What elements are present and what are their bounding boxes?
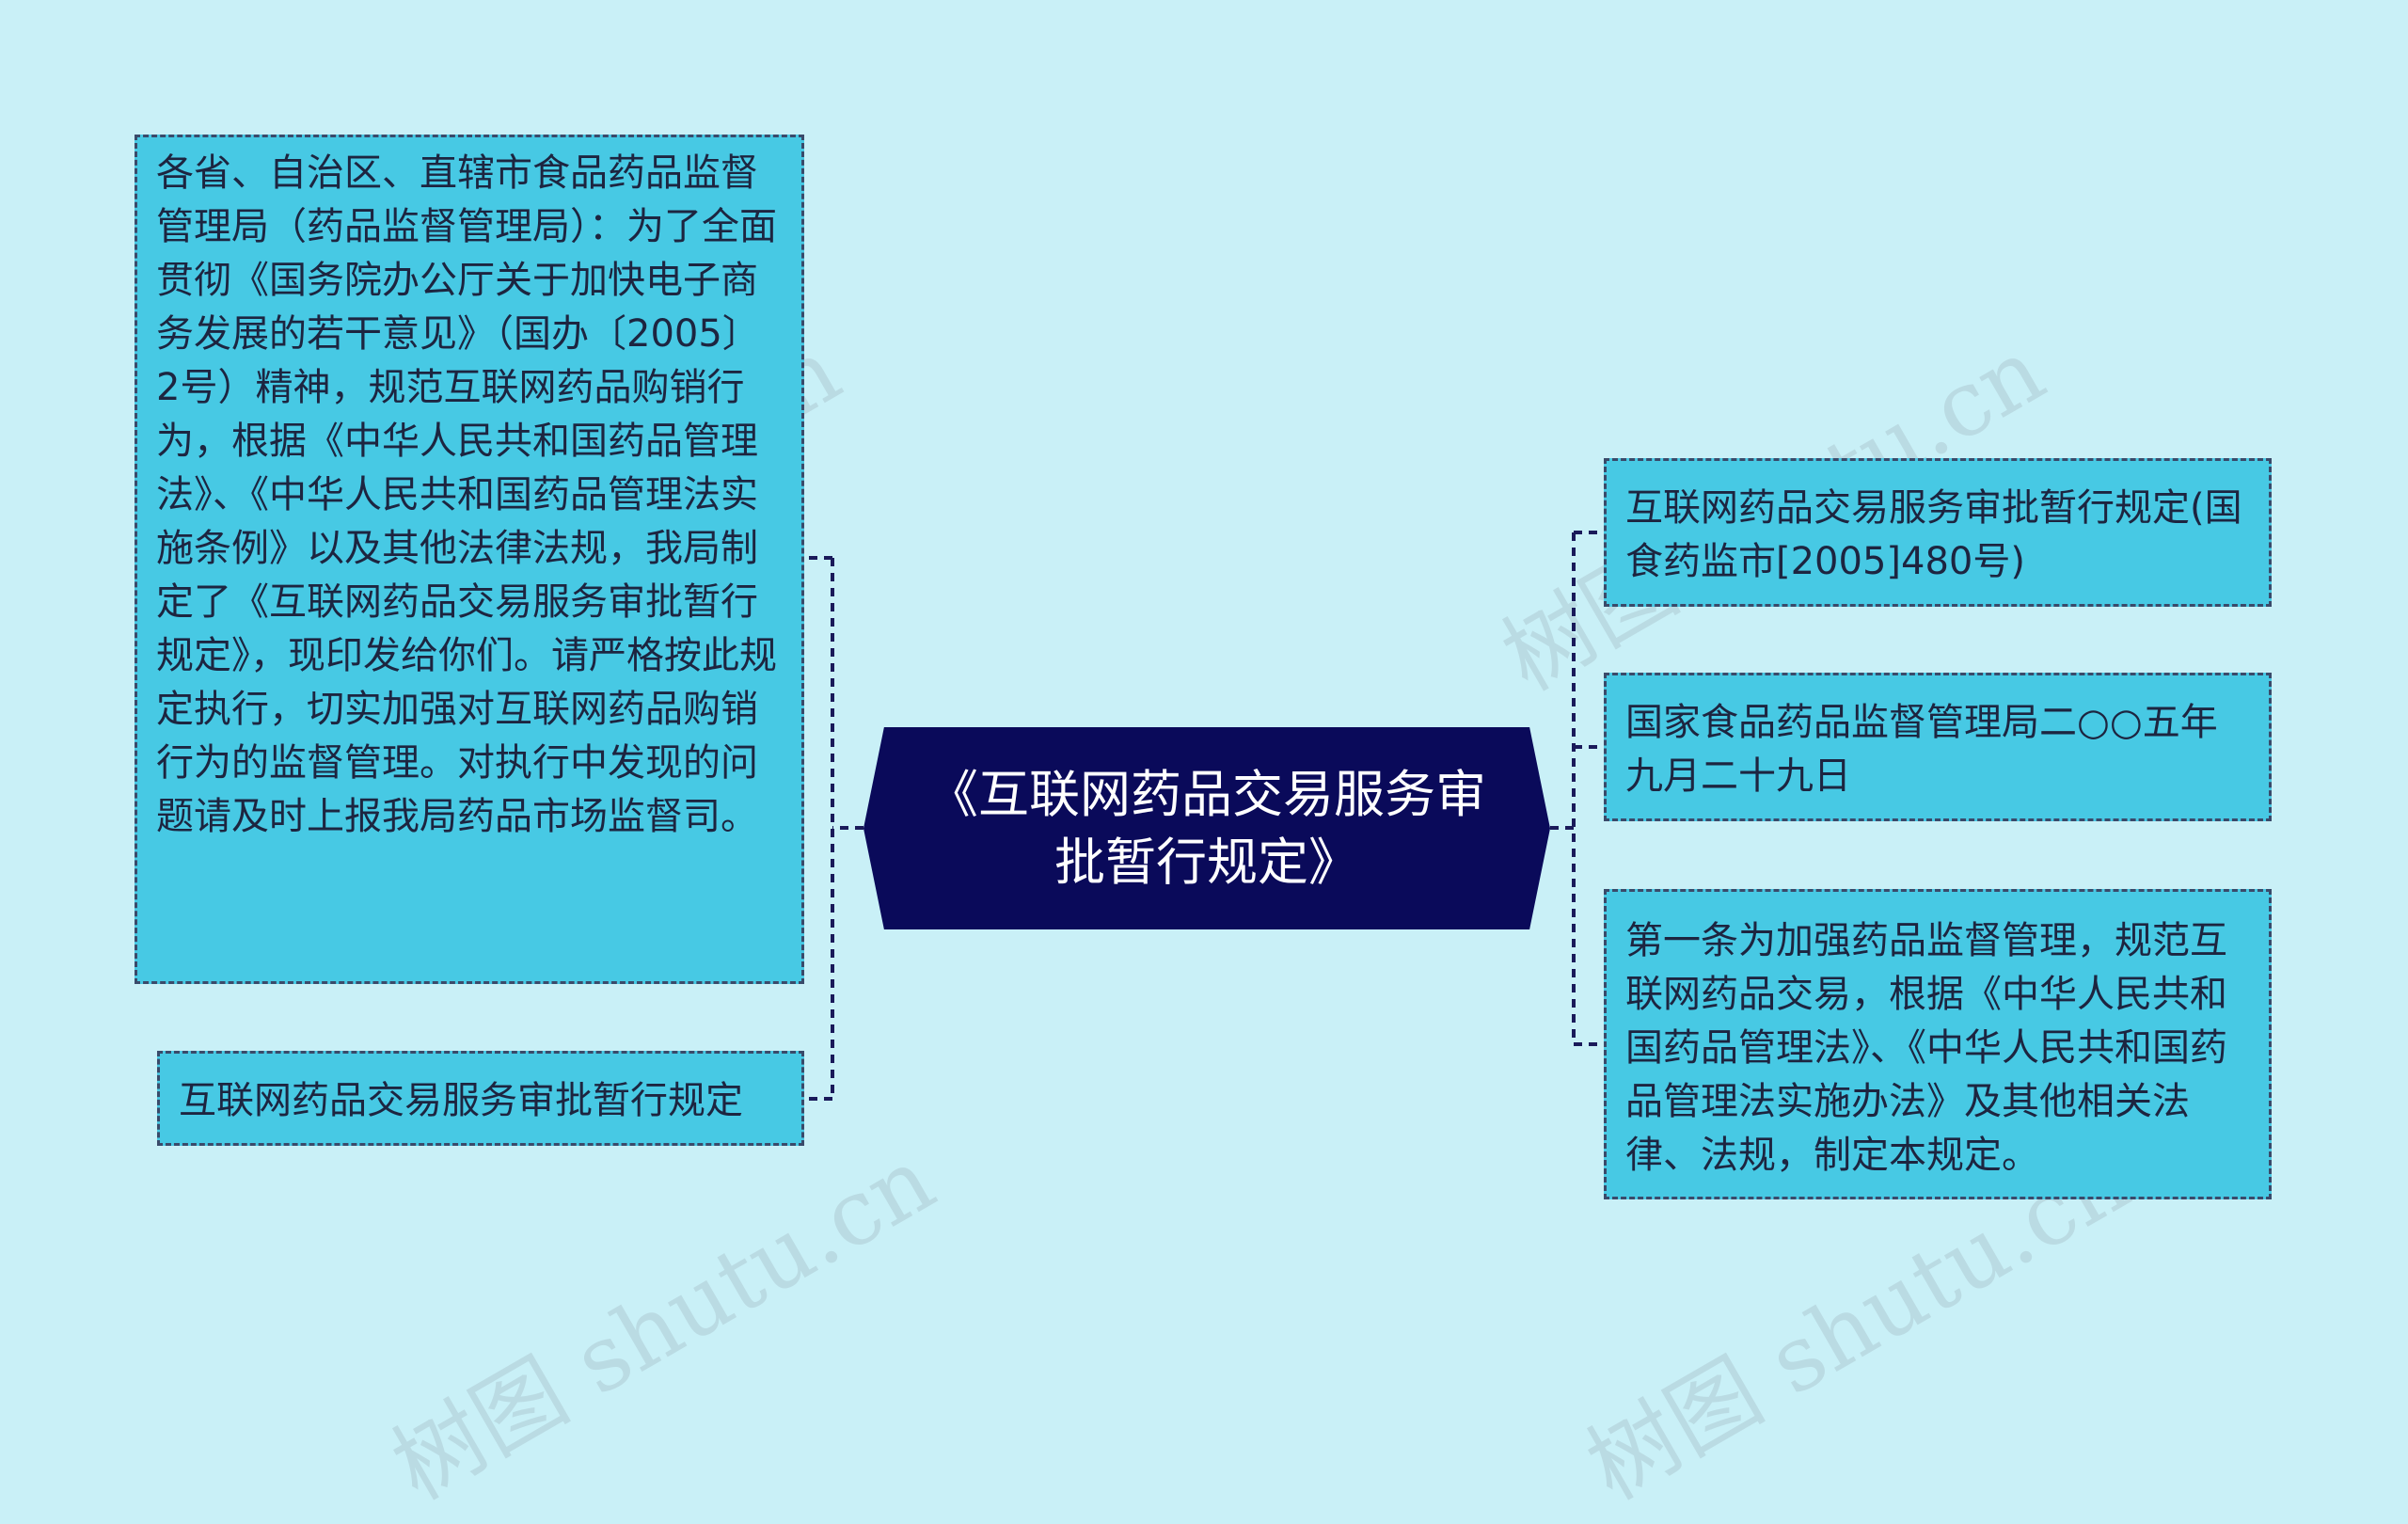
left-node-notice-text: 各省、自治区、直辖市食品药品监督管理局（药品监督管理局）：为了全面贯彻《国务院办… bbox=[156, 151, 777, 838]
right-node-article-one-text: 第一条为加强药品监督管理，规范互联网药品交易，根据《中华人民共和国药品管理法》、… bbox=[1625, 919, 2227, 1177]
central-topic[interactable]: 《互联网药品交易服务审批暂行规定》 bbox=[863, 727, 1550, 929]
connector-lines bbox=[804, 531, 1604, 1101]
right-node-doc-number-text: 互联网药品交易服务审批暂行规定(国食药监市[2005]480号) bbox=[1625, 486, 2242, 583]
mindmap-canvas: 树图 shutu.cn 树图 shutu.cn 树图 shutu.cn 树图 s… bbox=[135, 135, 2272, 1520]
right-node-article-one[interactable]: 第一条为加强药品监督管理，规范互联网药品交易，根据《中华人民共和国药品管理法》、… bbox=[1604, 889, 2272, 1199]
left-node-title-text: 互联网药品交易服务审批暂行规定 bbox=[179, 1079, 743, 1122]
right-node-issuer-date-text: 国家食品药品监督管理局二○○五年九月二十九日 bbox=[1625, 701, 2218, 798]
left-node-notice[interactable]: 各省、自治区、直辖市食品药品监督管理局（药品监督管理局）：为了全面贯彻《国务院办… bbox=[135, 135, 804, 984]
central-topic-label: 《互联网药品交易服务审批暂行规定》 bbox=[927, 764, 1486, 892]
right-node-issuer-date[interactable]: 国家食品药品监督管理局二○○五年九月二十九日 bbox=[1604, 673, 2272, 821]
left-node-title[interactable]: 互联网药品交易服务审批暂行规定 bbox=[157, 1051, 804, 1146]
right-node-doc-number[interactable]: 互联网药品交易服务审批暂行规定(国食药监市[2005]480号) bbox=[1604, 458, 2272, 607]
